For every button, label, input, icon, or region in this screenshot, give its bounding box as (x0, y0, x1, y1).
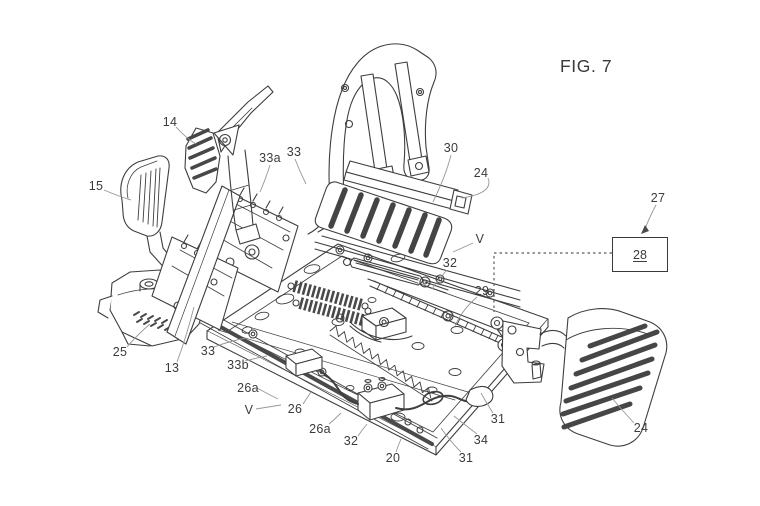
controller-box: 28 (612, 237, 668, 272)
ref-label-32-right: 32 (442, 256, 458, 270)
ref-label-34: 34 (473, 433, 489, 447)
right-pedal-pad (559, 308, 668, 447)
ref-label-26: 26 (287, 402, 303, 416)
ref-label-26a-lower: 26a (309, 422, 331, 436)
gas-damper (342, 257, 449, 294)
ref-label-31-right: 31 (490, 412, 506, 426)
center-foot-pad (314, 181, 453, 265)
ref-label-24-top: 24 (473, 166, 489, 180)
ref-label-15: 15 (88, 179, 104, 193)
ref-label-33-top: 33 (286, 145, 302, 159)
ref-label-20: 20 (385, 451, 401, 465)
guide-block (285, 348, 323, 377)
ref-label-33a: 33a (259, 151, 281, 165)
ref-label-v-right: V (475, 232, 485, 246)
controller-box-label: 28 (633, 247, 647, 262)
pinion-carriage (335, 307, 454, 343)
arrowhead-27 (641, 225, 649, 234)
ref-label-25: 25 (112, 345, 128, 359)
end-bracket (465, 320, 567, 407)
ref-label-27: 27 (650, 191, 666, 205)
cross-beam (343, 160, 473, 215)
cross-arm (166, 185, 241, 345)
fig-title: FIG. 7 (560, 56, 613, 76)
ref-label-31-bottom: 31 (458, 451, 474, 465)
ref-label-32-bottom: 32 (343, 434, 359, 448)
ref-label-13: 13 (164, 361, 180, 375)
ref-label-14: 14 (162, 115, 178, 129)
cable (319, 370, 473, 411)
ref-label-29: 29 (474, 284, 490, 298)
pedal-14 (184, 85, 274, 245)
ref-label-24-right: 24 (633, 421, 649, 435)
ref-label-30: 30 (443, 141, 459, 155)
ref-label-v-bottom: V (244, 403, 254, 417)
toothed-rack (329, 325, 433, 402)
ref-label-33b: 33b (227, 358, 249, 372)
ref-label-26a-upper: 26a (237, 381, 259, 395)
connection-line (493, 252, 612, 312)
ref-label-33-bottom: 33 (200, 344, 216, 358)
leader-lines (103, 126, 657, 453)
actuator-box (357, 377, 405, 421)
